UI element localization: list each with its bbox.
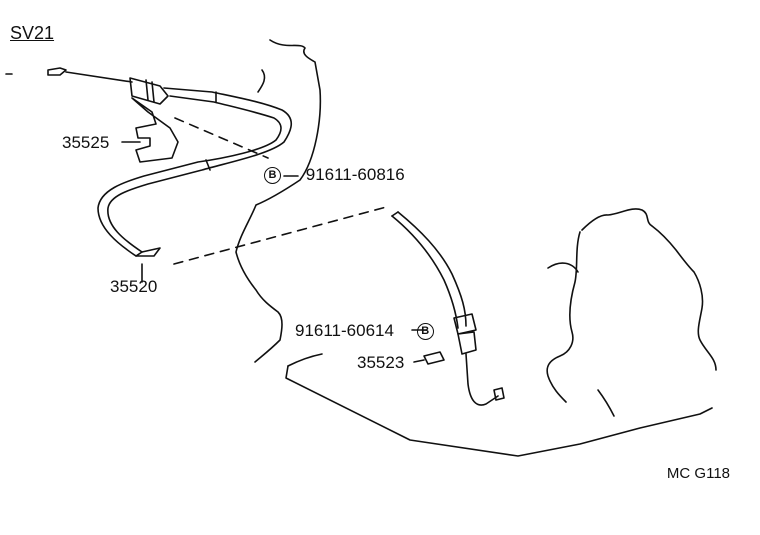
lower-fitting-2 [457, 331, 477, 355]
lower-inner-wire [465, 353, 499, 406]
part-label-91611-60614: 91611-60614 [295, 321, 394, 340]
bolt-marker-icon: B [416, 323, 434, 341]
cable-inner-wire [65, 71, 133, 83]
part-label-35523: 35523 [357, 353, 405, 372]
floor-panel-edge [287, 353, 323, 367]
transmission-rib-2 [597, 389, 615, 417]
figure-code: MC G118 [666, 465, 730, 482]
cable-clamp-mark [205, 91, 217, 171]
cable-sheath-outer [107, 87, 293, 253]
floor-panel [285, 365, 713, 457]
clip [423, 351, 445, 365]
bolt-marker-icon: B [264, 167, 281, 185]
transmission-outline [581, 208, 717, 371]
part-label-91611-60816: 91611-60816 [305, 165, 405, 184]
model-label: SV21 [10, 23, 55, 43]
lower-cable-cap [391, 211, 399, 217]
bolt-label-upper: B 91611-60816 [264, 165, 405, 185]
lower-cable-inner [391, 215, 459, 329]
bolt-label-lower: 91611-60614 B [295, 321, 434, 341]
cable-sheath-inner [97, 95, 282, 257]
part-label-35525: 35525 [62, 133, 110, 152]
part-label-35520: 35520 [110, 277, 158, 296]
cable-end-cap [135, 247, 161, 257]
lower-fitting [453, 313, 477, 335]
routing-dash-1 [173, 205, 391, 265]
transmission-outline-inner [546, 231, 581, 403]
cable-end [47, 67, 67, 76]
cable-fitting-ring [145, 79, 155, 103]
lower-wire-end [493, 387, 505, 401]
leader-35523 [413, 359, 425, 363]
engine-outline-left [235, 39, 322, 363]
transmission-rib [547, 262, 579, 273]
bracket [131, 97, 179, 163]
lower-cable-outer [397, 211, 467, 327]
engine-outline-left-upper [257, 69, 266, 93]
cable-fitting [129, 77, 169, 105]
routing-dash-2 [174, 117, 269, 159]
